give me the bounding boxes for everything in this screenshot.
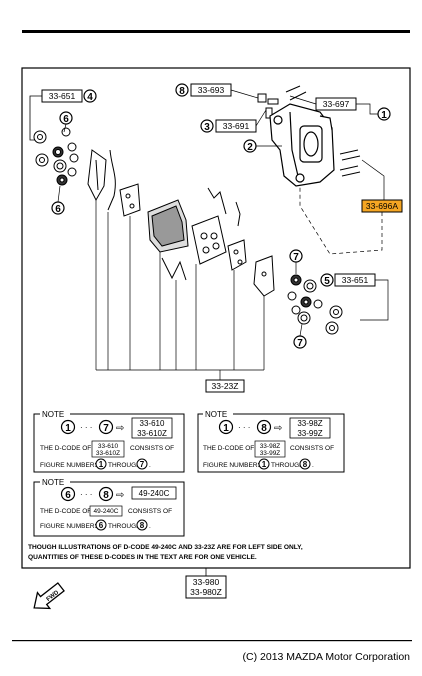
diagram-frame (21, 67, 411, 569)
callout-7-lower[interactable]: 7 (293, 335, 307, 349)
note-1-arrow: ⇨ (116, 423, 124, 434)
callout-2-number: 2 (247, 142, 253, 153)
note-2-line1-code-a: 33-98Z (260, 443, 281, 450)
bottom-rule (12, 640, 412, 642)
callout-33-23z[interactable]: 33-23Z (205, 379, 245, 393)
callout-5[interactable]: 5 33-651 (320, 273, 376, 287)
note-1-to: 7 (103, 423, 109, 434)
note-3-line2-end: . (149, 523, 151, 530)
note-3-line1-suffix: CONSISTS OF (128, 508, 172, 515)
note-2-line2-from: 1 (262, 460, 267, 469)
note-3-line2-mid: THROUGH (108, 523, 141, 530)
note-3-code: 49-240C (139, 489, 170, 498)
caliper-body (269, 103, 335, 187)
callout-6-lower-number: 6 (55, 204, 61, 215)
note-1-line1-code-a: 33-610 (98, 443, 119, 450)
note-1-line2-mid: THROUGH (108, 462, 141, 469)
note-1-title: NOTE (42, 410, 64, 419)
note-2-line1-prefix: THE D-CODE OF (203, 445, 254, 452)
note-3-line1-code: 49-240C (94, 508, 119, 515)
note-3-arrow: ⇨ (116, 490, 124, 501)
note-2-line2-prefix: FIGURE NUMBERS (203, 462, 263, 469)
note-2-line2-mid: THROUGH (271, 462, 304, 469)
callout-33-980-code-a: 33-980 (193, 577, 220, 587)
note-box-2: NOTE 1 · · · 8 ⇨ 33-98Z 33-99Z THE D-COD… (197, 409, 345, 473)
callout-6-lower[interactable]: 6 (51, 201, 65, 215)
callout-4[interactable]: 33-651 4 (41, 89, 97, 103)
footnote-line-2: QUANTITIES OF THESE D-CODES IN THE TEXT … (28, 554, 257, 561)
callout-5-number: 5 (324, 276, 330, 287)
callout-8[interactable]: 8 33-693 (175, 83, 232, 97)
bleeder-parts (257, 85, 307, 119)
copyright-text: (C) 2013 MAZDA Motor Corporation (242, 651, 410, 663)
note-1-line1-suffix: CONSISTS OF (130, 445, 174, 452)
note-2-from: 1 (223, 423, 229, 434)
callout-4-code: 33-651 (49, 91, 76, 101)
note-1-code-a: 33-610 (140, 419, 165, 428)
note-1-line1-code-b: 33-610Z (96, 450, 120, 457)
note-3-line2-to: 8 (140, 521, 145, 530)
callout-8-number: 8 (179, 86, 185, 97)
footnote-line-1: THOUGH ILLUSTRATIONS OF D-CODE 49-240C A… (28, 544, 303, 551)
svg-text:· · ·: · · · (238, 423, 250, 432)
note-3-to: 8 (103, 490, 109, 501)
note-2-title: NOTE (205, 410, 227, 419)
left-seal-parts (33, 127, 79, 186)
svg-text:· · ·: · · · (80, 423, 92, 432)
callout-7-upper[interactable]: 7 (289, 249, 303, 263)
callout-33-696a[interactable]: 33-696A (361, 199, 403, 213)
note-2-line1-suffix: CONSISTS OF (290, 445, 334, 452)
callout-2[interactable]: 2 (243, 139, 257, 153)
fwd-arrow-icon: FWD (33, 582, 65, 610)
callout-8-code: 33-693 (198, 85, 225, 95)
note-1-from: 1 (65, 423, 71, 434)
callout-7-upper-number: 7 (293, 252, 299, 263)
callout-3-number: 3 (204, 122, 210, 133)
callout-4-number: 4 (87, 92, 93, 103)
note-2-line2-to: 8 (303, 460, 308, 469)
svg-text:· · ·: · · · (80, 490, 92, 499)
note-2-code-a: 33-98Z (297, 419, 322, 428)
note-3-line2-prefix: FIGURE NUMBERS (40, 523, 100, 530)
callout-33-980-code-b: 33-980Z (190, 587, 222, 597)
note-box-1: NOTE 1 · · · 7 ⇨ 33-610 33-610Z THE D-CO… (33, 409, 185, 473)
callout-1-number: 1 (381, 110, 387, 121)
note-3-title: NOTE (42, 478, 64, 487)
note-1-line2-prefix: FIGURE NUMBERS (40, 462, 100, 469)
note-2-line1-code-b: 33-99Z (260, 450, 281, 457)
note-2-arrow: ⇨ (274, 423, 282, 434)
top-rule (22, 30, 410, 33)
note-1-line2-from: 1 (99, 460, 104, 469)
callout-33-980[interactable]: 33-980 33-980Z (185, 575, 227, 599)
note-1-line2-end: . (149, 462, 151, 469)
callout-6-upper-number: 6 (63, 114, 69, 125)
note-box-3: NOTE 6 · · · 8 ⇨ 49-240C THE D-CODE OF 4… (33, 477, 185, 537)
brake-pads-and-shims (87, 149, 275, 297)
note-3-from: 6 (65, 490, 71, 501)
note-2-to: 8 (261, 423, 267, 434)
callout-7-lower-number: 7 (297, 338, 303, 349)
note-2-line2-end: . (312, 462, 314, 469)
callout-6-upper[interactable]: 6 (59, 111, 73, 125)
callout-5-code: 33-651 (342, 275, 369, 285)
callout-33-696a-code: 33-696A (366, 201, 398, 211)
callout-1[interactable]: 33-697 1 (315, 97, 391, 121)
note-3-line1-prefix: THE D-CODE OF (40, 508, 91, 515)
note-2-code-b: 33-99Z (297, 429, 322, 438)
callout-3[interactable]: 3 33-691 (200, 119, 257, 133)
guide-pins (339, 149, 361, 177)
leader-33-23z (95, 200, 265, 380)
note-1-line1-prefix: THE D-CODE OF (40, 445, 91, 452)
note-1-line2-to: 7 (140, 460, 145, 469)
note-1-code-b: 33-610Z (137, 429, 167, 438)
callout-3-code: 33-691 (223, 121, 250, 131)
note-3-line2-from: 6 (99, 521, 104, 530)
callout-33-23z-code: 33-23Z (212, 381, 239, 391)
right-seal-parts (287, 274, 343, 335)
callout-1-code: 33-697 (323, 99, 350, 109)
